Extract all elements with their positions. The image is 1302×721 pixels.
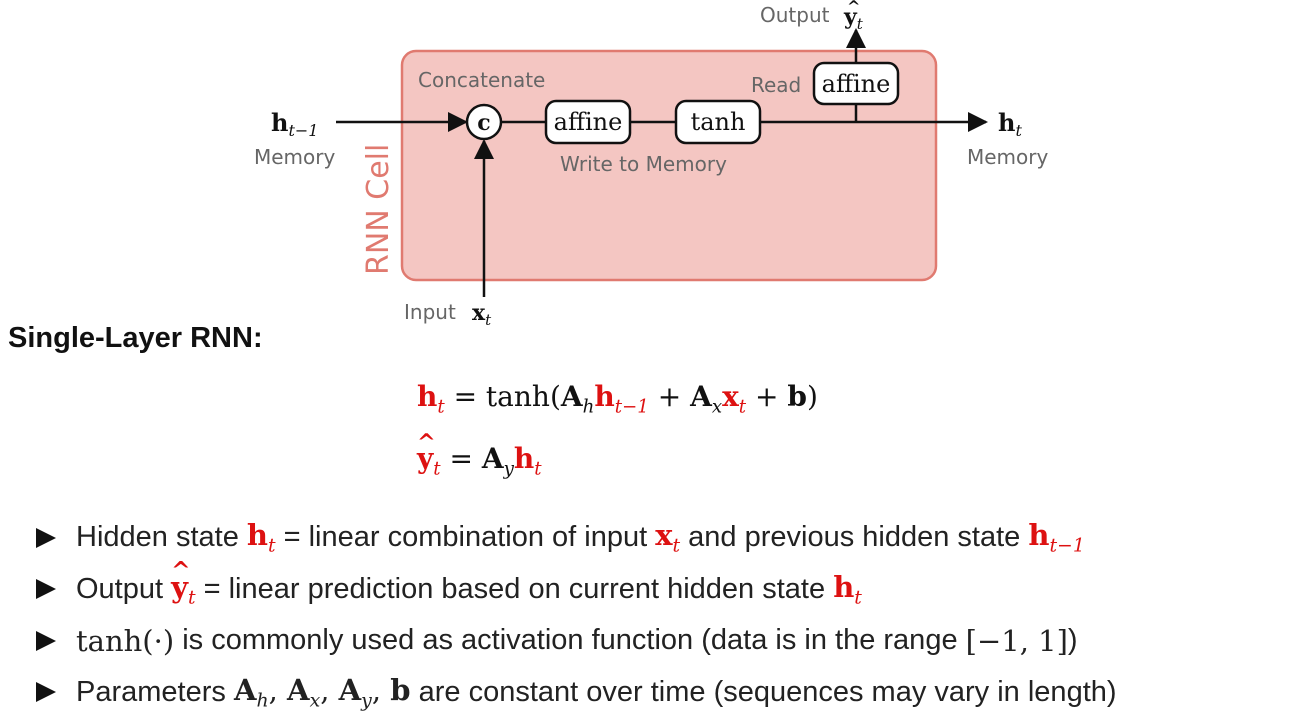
affine-label: affine — [554, 108, 623, 136]
output-hat: ^ — [847, 0, 860, 16]
bullet-activation: tanh(·) is commonly used as activation f… — [36, 615, 1117, 667]
bullet-hidden-state: Hidden state ht = linear combination of … — [36, 512, 1117, 564]
rnn-cell-diagram: RNN Cell c affine tanh affine Concatenat… — [254, 0, 1049, 329]
equation-output: yt = Ayht — [417, 430, 542, 480]
write-to-memory-label: Write to Memory — [560, 152, 727, 176]
concat-symbol: c — [477, 110, 490, 136]
input-label: Input — [404, 300, 456, 324]
equation-hidden-state: ht = tanh(Ahht−1 + Axxt + b) — [417, 380, 818, 418]
read-affine-label: affine — [822, 70, 891, 98]
output-label: Output — [760, 3, 830, 27]
bullet-triangle-icon — [36, 682, 56, 703]
read-label: Read — [751, 73, 801, 97]
bullet-triangle-icon — [36, 527, 56, 548]
memory-left-label: Memory — [254, 145, 336, 169]
hprev-symbol: ht−1 — [271, 108, 318, 140]
concatenate-label: Concatenate — [418, 68, 545, 92]
read-affine-box — [812, 61, 900, 106]
output-symbol: yt — [843, 4, 864, 33]
section-heading: Single-Layer RNN: — [8, 322, 263, 354]
bullet-parameters: Parameters Ah, Ax, Ay, b are constant ov… — [36, 667, 1117, 719]
memory-right-label: Memory — [967, 145, 1049, 169]
bullet-triangle-icon — [36, 579, 56, 600]
bullet-list: Hidden state ht = linear combination of … — [36, 512, 1117, 718]
tanh-label: tanh — [691, 108, 746, 136]
ht-symbol: ht — [998, 108, 1022, 140]
affine-box — [544, 99, 632, 145]
tanh-box — [674, 99, 762, 145]
bullet-triangle-icon — [36, 630, 56, 651]
bullet-output: Output yt = linear prediction based on c… — [36, 557, 1117, 616]
rnn-cell-label: RNN Cell — [361, 144, 396, 275]
concat-node — [465, 103, 503, 141]
rnn-cell-box — [400, 49, 938, 282]
input-symbol: xt — [472, 300, 492, 329]
